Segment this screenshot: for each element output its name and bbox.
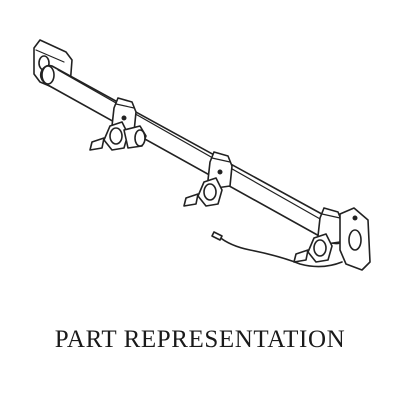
valve-middle	[183, 177, 223, 207]
valve-left	[89, 121, 147, 151]
part-representation-caption: PART REPRESENTATION	[54, 326, 346, 353]
igniter-wire	[211, 231, 343, 268]
right-mounting-bracket	[339, 207, 371, 271]
manifold-illustration	[33, 39, 371, 271]
valve-right	[293, 233, 333, 263]
manifold-pipe	[39, 64, 347, 245]
